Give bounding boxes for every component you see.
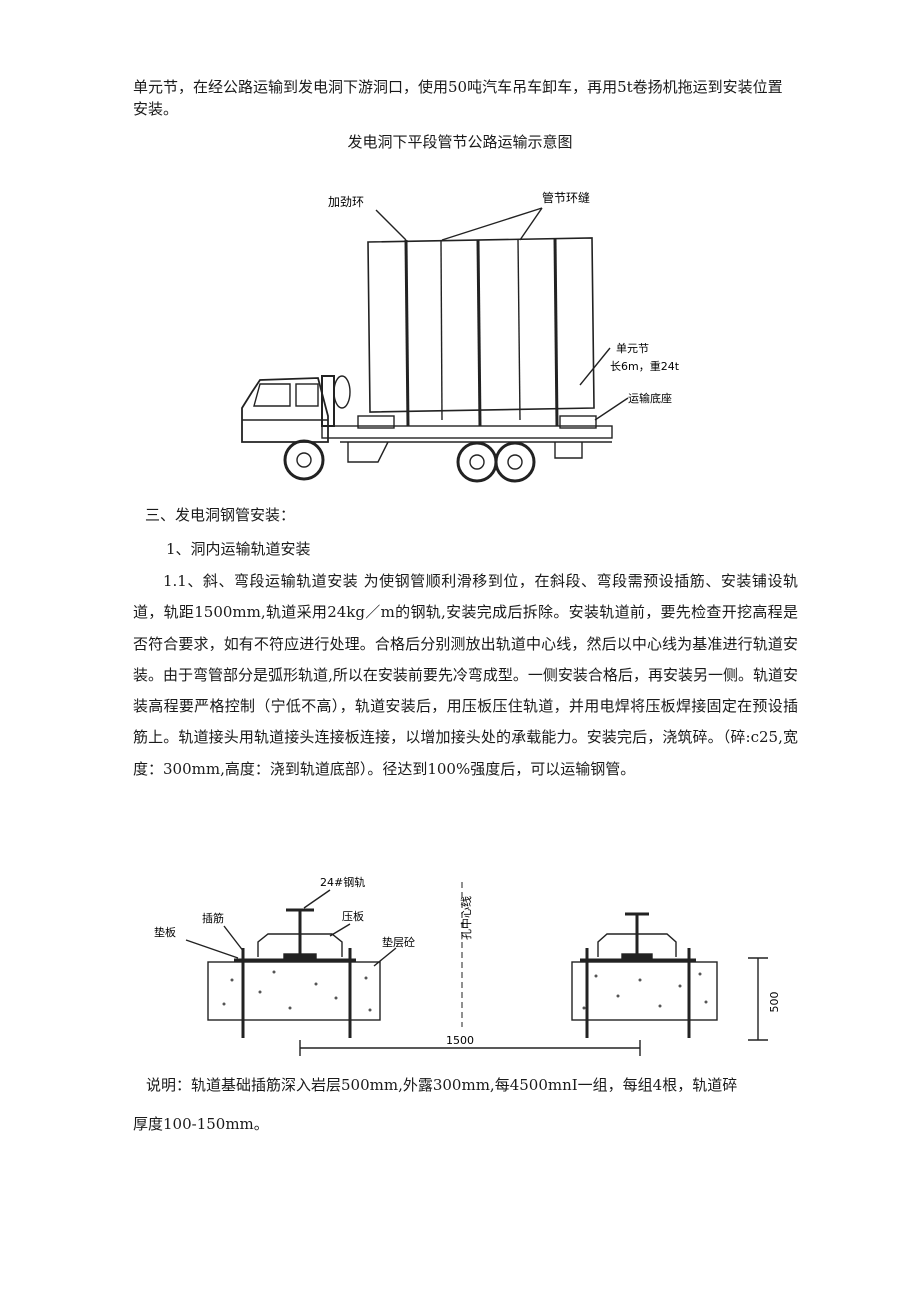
- label-rail: 24#钢轨: [320, 875, 365, 889]
- intro-line-1: 单元节，在经公路运输到发电洞下游洞口，使用50吨汽车吊车卸车，再用5t卷扬机拖运…: [133, 78, 783, 96]
- label-stiffener: 加劲环: [328, 195, 364, 209]
- note-line-2: 厚度100-150mm。: [133, 1115, 269, 1133]
- rail-foundation-diagram: 24#钢轨 插筋 压板 垫板 垫层砼 孔中心线 1500 500: [154, 875, 781, 1056]
- label-pad-plate: 垫板: [154, 925, 176, 939]
- label-centerline: 孔中心线: [459, 896, 473, 940]
- label-transport-base: 运输底座: [628, 391, 672, 405]
- label-height: 500: [768, 992, 781, 1013]
- truck-transport-diagram: 加劲环 管节环缝 单元节 长6m，重24t 运输底座: [241, 190, 680, 483]
- label-rebar: 插筋: [202, 911, 224, 925]
- rail-installation-paragraph: 1.1、斜、弯段运输轨道安装 为使钢管顺利滑移到位，在斜段、弯段需预设插筋、安装…: [133, 572, 798, 778]
- note-line-1: 说明：轨道基础插筋深入岩层500mm,外露300mm,每4500mnI一组，每组…: [146, 1076, 738, 1094]
- figure-1-title: 发电洞下平段管节公路运输示意图: [347, 133, 573, 151]
- label-pipe-joint: 管节环缝: [542, 190, 590, 205]
- label-unit-section: 单元节: [616, 342, 649, 355]
- section-heading: 三、发电洞钢管安装：: [145, 506, 296, 524]
- subsection-heading: 1、洞内运输轨道安装: [166, 540, 311, 558]
- label-cushion-concrete: 垫层砼: [382, 935, 415, 949]
- label-press-plate: 压板: [342, 909, 364, 923]
- label-unit-spec: 长6m，重24t: [610, 359, 680, 373]
- intro-line-2: 安装。: [133, 100, 179, 118]
- label-gauge: 1500: [446, 1034, 474, 1047]
